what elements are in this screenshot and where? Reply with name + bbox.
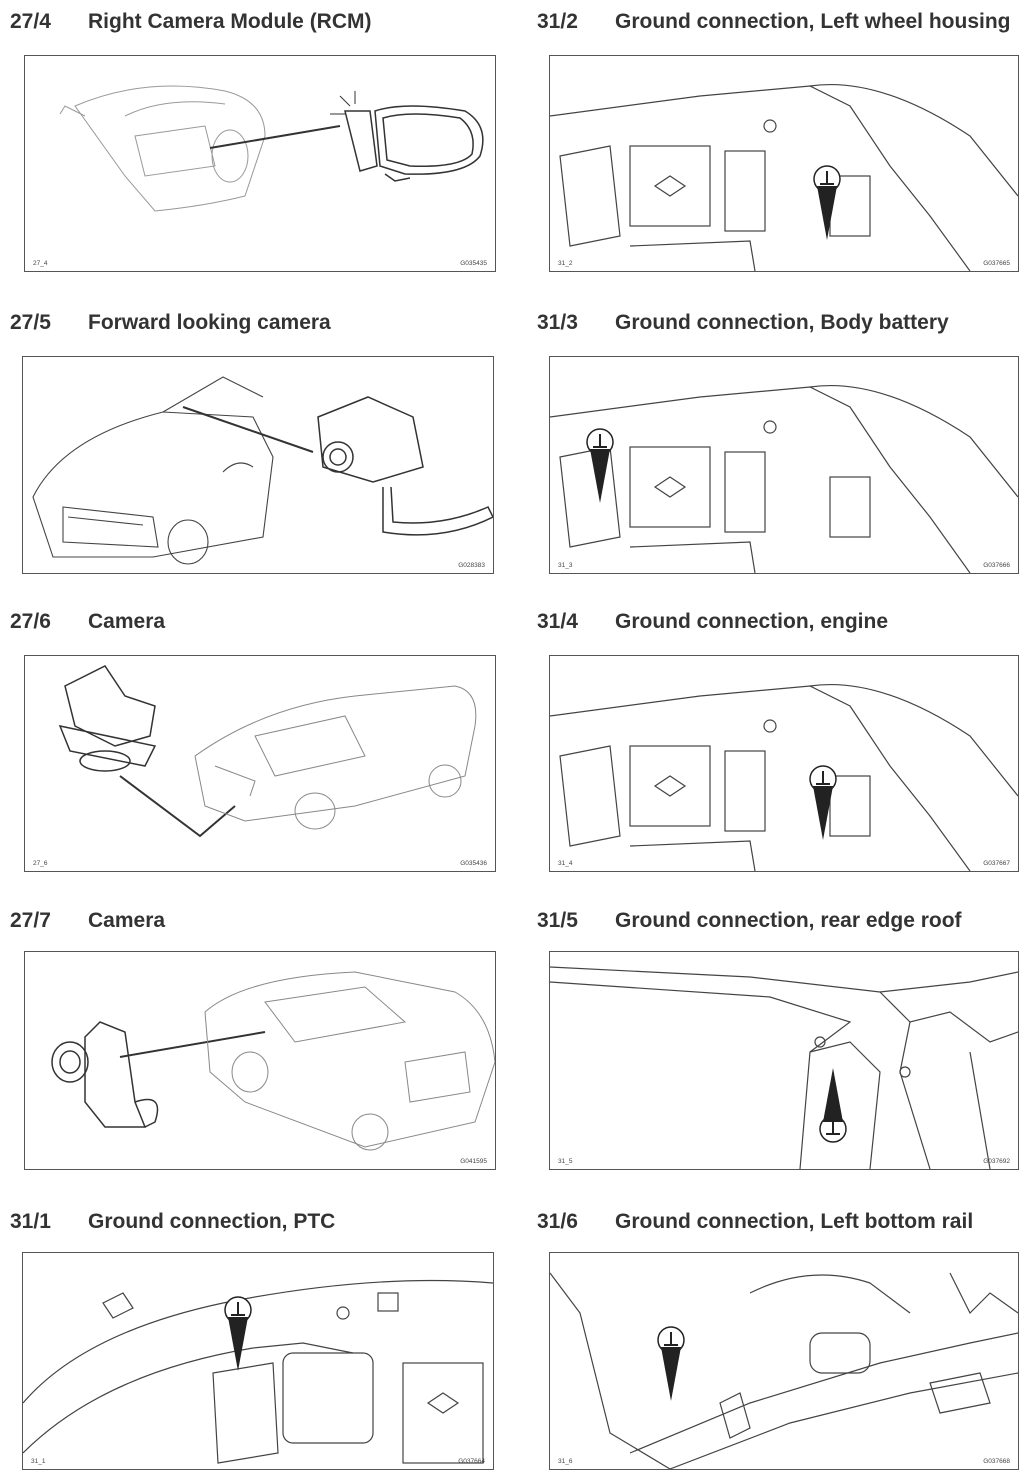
figure-code-left: 27_6: [33, 860, 48, 867]
rear-camera-illustration: [58, 665, 477, 838]
section-title: Camera: [88, 610, 166, 633]
section-27-7: 27/7 Camera G041595: [10, 909, 500, 1171]
section-title: Ground connection, rear edge roof: [615, 909, 962, 932]
figure-code-left: 31_1: [31, 1458, 46, 1465]
illustration-frame: G041595: [24, 951, 496, 1170]
suv-camera-illustration: [51, 971, 495, 1151]
figure-code-left: 27_4: [33, 260, 48, 267]
section-number: 31/5: [537, 909, 578, 932]
figure-code-right: G037667: [983, 860, 1010, 867]
section-number: 31/2: [537, 10, 578, 33]
illustration-frame: 31_4 G037667: [549, 655, 1019, 872]
figure-code-left: 31_2: [558, 260, 573, 267]
ground-callout-icon: [809, 765, 837, 840]
illustration-frame: 31_6 G037668: [549, 1252, 1019, 1470]
figure-code-right: G037666: [983, 562, 1010, 569]
section-number: 31/6: [537, 1210, 578, 1233]
section-31-2: 31/2 Ground connection, Left wheel housi…: [537, 10, 1027, 272]
illustration-frame: G028383: [22, 356, 494, 574]
car-mirror-illustration: [59, 85, 484, 212]
section-number: 31/1: [10, 1210, 51, 1233]
section-number: 27/7: [10, 909, 51, 932]
section-27-5: 27/5 Forward looking camera G028383: [10, 311, 500, 574]
illustration-frame: 27_6 G035436: [24, 655, 496, 872]
section-31-4: 31/4 Ground connection, engine 31_4 G037…: [537, 610, 1027, 872]
section-title: Right Camera Module (RCM): [88, 10, 372, 33]
section-title: Ground connection, PTC: [88, 1210, 336, 1233]
section-title: Ground connection, Left bottom rail: [615, 1210, 974, 1233]
section-number: 31/4: [537, 610, 578, 633]
bottom-rail-illustration: [550, 1272, 1018, 1469]
engine-bay-illustration: [550, 384, 1018, 573]
section-27-6: 27/6 Camera 27_6 G035436: [10, 610, 500, 872]
illustration-frame: 31_2 G037665: [549, 55, 1019, 272]
illustration-frame: 27_4 G035435: [24, 55, 496, 272]
section-number: 27/4: [10, 10, 51, 33]
illustration-frame: 31_5 G037692: [549, 951, 1019, 1170]
engine-bay-illustration: [550, 683, 1018, 871]
section-number: 27/5: [10, 311, 51, 334]
ground-callout-icon: [813, 165, 841, 240]
figure-code-left: 31_5: [558, 1158, 573, 1165]
figure-code-right: G035436: [460, 860, 487, 867]
rear-roof-illustration: [550, 966, 1018, 1169]
ground-callout-icon: [224, 1296, 252, 1371]
engine-bay-illustration: [550, 83, 1018, 271]
illustration-frame: 31_1 G037664: [22, 1252, 494, 1470]
illustration-frame: 31_3 G037666: [549, 356, 1019, 574]
figure-code-left: 31_4: [558, 860, 573, 867]
section-title: Ground connection, Left wheel housing: [615, 10, 1011, 33]
figure-code-left: 31_6: [558, 1458, 573, 1465]
ground-callout-icon: [819, 1068, 847, 1143]
section-title: Camera: [88, 909, 166, 932]
figure-code-right: G037668: [983, 1458, 1010, 1465]
figure-code-right: G037665: [983, 260, 1010, 267]
figure-code-right: G037664: [458, 1458, 485, 1465]
section-31-6: 31/6 Ground connection, Left bottom rail…: [537, 1210, 1027, 1472]
section-title: Ground connection, Body battery: [615, 311, 949, 334]
section-31-3: 31/3 Ground connection, Body battery 31_…: [537, 311, 1027, 574]
figure-code-left: 31_3: [558, 562, 573, 569]
figure-code-right: G037692: [983, 1158, 1010, 1165]
windshield-camera-illustration: [32, 376, 493, 565]
section-number: 27/6: [10, 610, 51, 633]
section-number: 31/3: [537, 311, 578, 334]
ground-callout-icon: [586, 428, 614, 503]
figure-code-right: G028383: [458, 562, 485, 569]
ground-callout-icon: [657, 1326, 685, 1401]
section-title: Ground connection, engine: [615, 610, 888, 633]
section-title: Forward looking camera: [88, 311, 331, 334]
figure-code-right: G041595: [460, 1158, 487, 1165]
section-31-5: 31/5 Ground connection, rear edge roof 3…: [537, 909, 1027, 1171]
ptc-engine-bay-illustration: [23, 1279, 493, 1464]
figure-code-right: G035435: [460, 260, 487, 267]
section-27-4: 27/4 Right Camera Module (RCM): [10, 10, 500, 272]
section-31-1: 31/1 Ground connection, PTC 31_1 G037664: [10, 1210, 500, 1472]
